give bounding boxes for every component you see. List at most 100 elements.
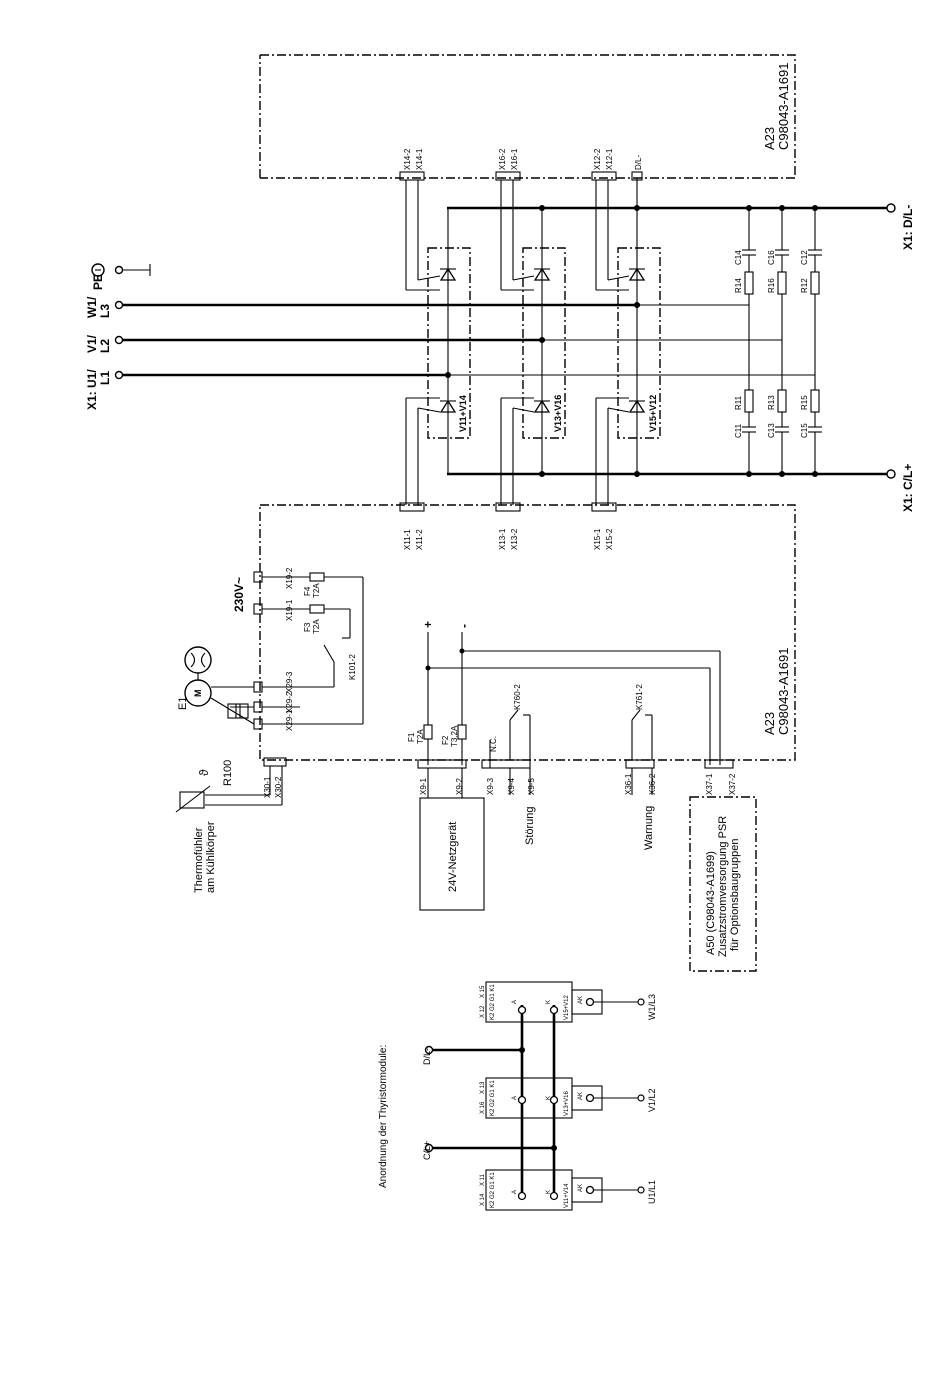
x19-2-label: X19-2 [285, 567, 294, 589]
thyristor-module-1: V11+V14 [405, 180, 471, 505]
svg-text:F3T2A: F3T2A [303, 619, 321, 634]
svg-text:X 11: X 11 [480, 1173, 486, 1186]
conn-x15-2: X15-2 [605, 528, 614, 550]
conn-dl: D/L- [634, 155, 643, 170]
x9-2-label: X9-2 [455, 778, 464, 795]
svg-text:AK: AK [578, 1184, 584, 1192]
arr-c-label: C/L+ [422, 1141, 432, 1160]
x36-1-label: X36-1 [624, 773, 633, 795]
arrangement-title: Anordnung der Thyristormodule: [378, 1045, 389, 1188]
svg-text:V15+V12: V15+V12 [564, 994, 570, 1020]
conn-x14-1: X14-1 [415, 148, 424, 170]
terminal-pe: PE [91, 274, 105, 290]
x37-1-label: X37-1 [705, 773, 714, 795]
svg-text:V1/L2: V1/L2 [85, 334, 112, 353]
thermistor-label: R100 [222, 760, 234, 786]
conn-x12-2: X12-2 [593, 148, 602, 170]
svg-text:X 14: X 14 [480, 1193, 486, 1206]
svg-text:K: K [546, 1190, 552, 1194]
thyristor-module-2: V13+V16 [500, 180, 566, 505]
x9-4-label: X9-4 [507, 778, 516, 795]
conn-x12-1: X12-1 [605, 148, 614, 170]
nc-label: N.C. [489, 736, 498, 752]
x37-2-label: X37-2 [728, 773, 737, 795]
stoerung-label: Störung [524, 806, 536, 845]
svg-text:K2 G2 G1 K1: K2 G2 G1 K1 [490, 1080, 496, 1116]
svg-text:A: A [512, 1190, 518, 1194]
conn-x16-2: X16-2 [498, 148, 507, 170]
board-top-id: A23 [762, 127, 777, 150]
conn-x13-1: X13-1 [498, 528, 507, 550]
cap-c15: C15 [800, 423, 809, 438]
terminal-d-minus: X1: D/L- [901, 205, 915, 250]
svg-text:X1: U1/L1: X1: U1/L1 [85, 369, 112, 410]
cap-c16: C16 [767, 250, 776, 265]
fan-label: E1 [177, 697, 189, 710]
x29-2-label: X29-2 [285, 691, 294, 713]
svg-text:K: K [546, 1096, 552, 1100]
fan-motor-label: M [193, 690, 203, 698]
x29-1-label: X29-1 [285, 709, 294, 731]
thermo-label: Thermofühleram Kühlkörper [193, 821, 217, 893]
x9-5-label: X9-5 [527, 778, 536, 795]
res-r14: R14 [734, 278, 743, 293]
thermistor-icon [179, 791, 205, 809]
arrangement: Anordnung der Thyristormodule: D/L- C/L+… [378, 981, 657, 1211]
cap-c12: C12 [800, 250, 809, 265]
rc-snubbers: C14 C16 C12 R14 R16 R12 R11 R13 R15 C11 … [448, 208, 822, 474]
svg-text:X 15: X 15 [480, 985, 486, 998]
x9-3-label: X9-3 [486, 778, 495, 795]
svg-text:K2 G2 G1 K1: K2 G2 G1 K1 [490, 1172, 496, 1208]
conn-x15-1: X15-1 [593, 528, 602, 550]
thyristor-module-3: V15+V12 [595, 178, 661, 505]
svg-text:W1/L3: W1/L3 [647, 994, 657, 1020]
conn-x16-1: X16-1 [510, 148, 519, 170]
board-bottom-part: C98043-A1691 [776, 648, 791, 735]
plus-label: + [421, 621, 435, 628]
x9-1-label: X9-1 [419, 778, 428, 795]
svg-text:W1/L3: W1/L3 [85, 296, 112, 318]
svg-text:F2T3.2A: F2T3.2A [441, 725, 459, 747]
res-r13: R13 [767, 395, 776, 410]
a50-label: A50 (C98043-A1699)Zusatzstromversorgung … [705, 816, 741, 957]
res-r12: R12 [800, 278, 809, 293]
res-r16: R16 [767, 278, 776, 293]
k101-label: K101-2 [348, 654, 357, 680]
x29-3-label: X29-3 [285, 671, 294, 693]
svg-text:X 13: X 13 [480, 1081, 486, 1094]
minus-label: - [457, 624, 471, 628]
conn-x11-2: X11-2 [415, 529, 424, 550]
x30-1-label: X30-1 [263, 776, 272, 798]
svg-text:F1T2A: F1T2A [407, 729, 425, 744]
voltage-label: 230V~ [232, 577, 246, 612]
svg-text:K: K [546, 1000, 552, 1004]
svg-text:AK: AK [578, 996, 584, 1004]
dc-buses: X1: D/L- X1: C/L+ [447, 203, 915, 512]
board-top: A23 C98043-A1691 [259, 54, 796, 179]
k760-label: K760-2 [513, 684, 522, 710]
module-label-3: V15+V12 [648, 395, 658, 432]
svg-text:X 16: X 16 [480, 1101, 486, 1114]
fan-icon [184, 646, 212, 674]
k761-label: K761-2 [635, 684, 644, 710]
ac-supply: 230V~ X19-2 X19-1 F4T2A F3T2A K101-2 X29… [175, 567, 364, 893]
cap-c14: C14 [734, 250, 743, 265]
connectors-top: X14-2 X14-1 X16-2 X16-1 X12-2 X12-1 D/L- [399, 148, 643, 181]
a50-box [689, 796, 757, 972]
svg-text:K2 G2 G1 K1: K2 G2 G1 K1 [490, 984, 496, 1020]
res-r15: R15 [800, 395, 809, 410]
board-bottom: A23 C98043-A1691 X11-1 X11-2 X13-1 X13-2… [259, 502, 796, 761]
theta-label: ϑ [197, 769, 211, 776]
terminal-c-plus: X1: C/L+ [901, 464, 915, 512]
ac-phases: PE W1/L3 V1/L2 X1: U1/L1 [85, 263, 640, 410]
arr-module-3: K2 G2 G1 K1 V15+V12 AK W1/L3 X 12 X 15 A… [480, 981, 657, 1023]
x19-1-label: X19-1 [285, 599, 294, 621]
arr-module-1: K2 G2 G1 K1 V11+V14 AK U1/L1 X 14 X 11 A… [480, 1169, 657, 1211]
res-r11: R11 [734, 395, 743, 410]
x36-2-label: X36-2 [648, 773, 657, 795]
svg-text:U1/L1: U1/L1 [647, 1180, 657, 1204]
svg-text:V13+V16: V13+V16 [564, 1090, 570, 1116]
svg-text:A: A [512, 1096, 518, 1100]
svg-text:A: A [512, 1000, 518, 1004]
